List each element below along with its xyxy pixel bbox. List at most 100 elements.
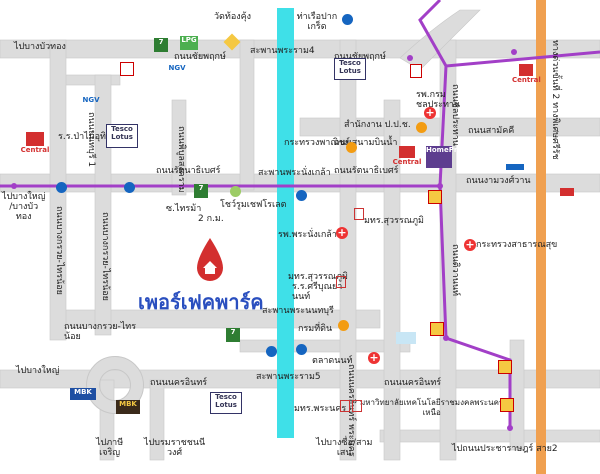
label-to-borommaratchachonnani: ไปบรมราชชนนี วงศ์ xyxy=(144,438,206,458)
boat-pier-icon xyxy=(296,190,307,201)
ptt-ngv-logo: NGV xyxy=(168,64,186,72)
label-krasuang-phanit: กระทรวงพาณิชย์ xyxy=(284,138,351,148)
mall-logo: HomePro xyxy=(426,146,462,168)
poi-orange-marker-icon xyxy=(338,320,349,331)
label-samakkhi: ถนนสามัคคี xyxy=(468,126,515,136)
label-vertical-road-2: ถนนบางกรวย-ไทรน้อย xyxy=(100,212,110,301)
central-logo-3: Central xyxy=(512,64,541,90)
rail-station-dot xyxy=(407,55,413,61)
project-name-label: เพอร์เฟคพาร์ค xyxy=(138,290,264,314)
label-showroom: โชว์รูมเชฟโรเลต xyxy=(220,200,287,210)
university-marker-icon xyxy=(352,400,362,412)
hospital-marker-icon: + xyxy=(424,106,436,119)
label-to-phasi-charoen: ไปภาษี เจริญ xyxy=(96,438,124,458)
rail-station-dot xyxy=(443,335,449,341)
bus-terminal-icon xyxy=(506,164,524,170)
rail-station-dot xyxy=(511,49,517,55)
shop-marker-icon xyxy=(498,360,512,374)
seven-eleven-logo-3: 7 xyxy=(226,328,240,342)
ngv-logo: NGV xyxy=(82,96,100,104)
label-nakhon-in-left: ถนนนครอินทร์ xyxy=(150,378,208,388)
label-vertical-road-6: ถนนติวานนท์ xyxy=(450,244,460,296)
label-vertical-road-1: ถนนนนทบุรี 1 xyxy=(86,112,96,168)
label-mths-suwannaphum-2: มทร.สุวรรณภูมิ xyxy=(288,272,348,282)
label-rp-chonprathan: รพ.กรม ชลประทาน xyxy=(416,90,461,110)
label-to-bang-yai-2: ไปบางใหญ่ xyxy=(16,366,60,376)
label-ratanathibet-left: ถนนรัตนาธิเบศร์ xyxy=(156,166,221,176)
purple-line-south xyxy=(438,185,512,430)
label-krasuang-satharanasuk: กระทรวงสาธารณสุข xyxy=(476,240,558,250)
label-to-pracharat-2: ไปถนนประชาราษฎร์ สาย2 xyxy=(452,444,558,454)
label-to-bang-yai: ไปบางใหญ่ /บางบัว ทอง xyxy=(2,192,46,222)
boat-pier-icon xyxy=(296,344,307,355)
shop-marker-icon xyxy=(428,190,442,204)
bank-icon xyxy=(120,62,134,76)
label-to-bang-bua-thong: ไปบางบัวทอง xyxy=(14,42,66,52)
road-v-4 xyxy=(239,39,255,191)
rail-station-dot xyxy=(11,183,17,189)
label-bangkruai-sainoi: ถนนบางกรวย-ไทร น้อย xyxy=(64,322,137,342)
label-sap-phra-ram4: สะพานพระราม4 xyxy=(250,46,315,56)
label-mths-phranakhon-north: มหาวิทยาลัยเทคโนโลยีราชมงคลพระนคร เหนือ xyxy=(360,398,504,417)
shop-marker-icon xyxy=(500,398,514,412)
hospital-marker-icon: + xyxy=(464,238,476,251)
expressway-line xyxy=(536,0,546,474)
label-somnak-ppc: สำนักงาน ป.ป.ช. xyxy=(344,120,411,130)
roundabout-fill xyxy=(87,357,143,413)
label-wat-tong-kung: วัดท้องคุ้ง xyxy=(214,12,252,22)
building-icon xyxy=(396,332,416,344)
central-logo-2: Central xyxy=(392,146,422,172)
poi-orange-marker-icon xyxy=(416,122,427,133)
boat-pier-icon xyxy=(266,346,277,357)
road-v-8 xyxy=(509,339,525,451)
boat-pier-icon xyxy=(342,14,353,25)
label-rr-pamai: ร.ร.ป่าไม้อุทิศ9 xyxy=(58,132,118,142)
river-canal xyxy=(277,8,294,438)
label-talad-non: ตลาดนนท์ xyxy=(312,356,353,366)
label-sap-phra-ram5: สะพานพระราม5 xyxy=(256,372,321,382)
house-drop-icon xyxy=(197,238,223,281)
label-rr-sri-bunyanon: ร.ร.ศรีบุณยา นนท์ xyxy=(292,282,343,302)
label-sap-phra-nonthaburi: สะพานพระนนทบุรี xyxy=(262,306,334,316)
road-network xyxy=(0,39,600,461)
hospital-marker-icon: + xyxy=(368,351,380,364)
university-marker-icon xyxy=(354,208,364,220)
poi-green-marker-icon xyxy=(230,186,241,197)
university-marker-icon xyxy=(340,400,350,412)
university-marker-icon xyxy=(336,276,346,288)
label-so-sai-ma: ซ.ไทรม้า xyxy=(166,204,202,214)
road-v-3 xyxy=(171,99,187,196)
label-mths-suwannaphum: มทร.สุวรรณภูมิ xyxy=(364,216,424,226)
seven-eleven-logo-2: 7 xyxy=(194,184,208,198)
central-logo: Central xyxy=(20,132,50,158)
label-chaiyaphruek-right: ถนนชัยพฤกษ์ xyxy=(334,52,386,62)
road-v-6 xyxy=(383,99,401,461)
label-to-bang-sue: ไปบางซื่อ/สาม เสน xyxy=(316,438,373,458)
label-two-km: 2 ก.ม. xyxy=(198,214,224,224)
road-pracharat2 xyxy=(379,429,600,443)
label-vertical-road-3: ถนนบางกรวย-ไทรน้อย xyxy=(54,206,64,295)
hospital-marker-icon: + xyxy=(336,226,348,239)
shop-marker-icon xyxy=(430,322,444,336)
boat-pier-icon xyxy=(56,182,67,193)
label-ngamwongwan: ถนนงามวงศ์วาน xyxy=(466,176,531,186)
purple-line-north xyxy=(0,50,600,188)
label-kromthi-din: กรมที่ดิน xyxy=(298,324,333,334)
label-vertical-road-4: ถนนพิบูลสงคราม xyxy=(176,126,186,193)
label-mths-phranakhon: มทร.พระนคร xyxy=(294,404,347,414)
road-v-10 xyxy=(149,379,165,461)
boat-pier-icon xyxy=(124,182,135,193)
label-sap-phra-nangklao: สะพานพระนั่งเกล้า xyxy=(258,168,331,178)
label-expressway: ทางด่วนขั้นที่ 2 ทางพิเศษศรีรัช xyxy=(550,40,560,160)
homepro-logo: MBK xyxy=(70,388,96,400)
rail-station-dot xyxy=(437,183,443,189)
poi-orange-marker-icon xyxy=(346,142,357,153)
makro-icon xyxy=(560,188,574,196)
label-vertical-road-5: ถนนชลประทาน xyxy=(450,84,460,146)
label-chaiyaphruek-left: ถนนชัยพฤกษ์ xyxy=(174,52,226,62)
label-ratanathibet-right: ถนนรัตนาธิเบศร์ xyxy=(334,166,399,176)
rail-station-dot xyxy=(507,425,513,431)
lpg-logo: LPG xyxy=(180,36,198,50)
